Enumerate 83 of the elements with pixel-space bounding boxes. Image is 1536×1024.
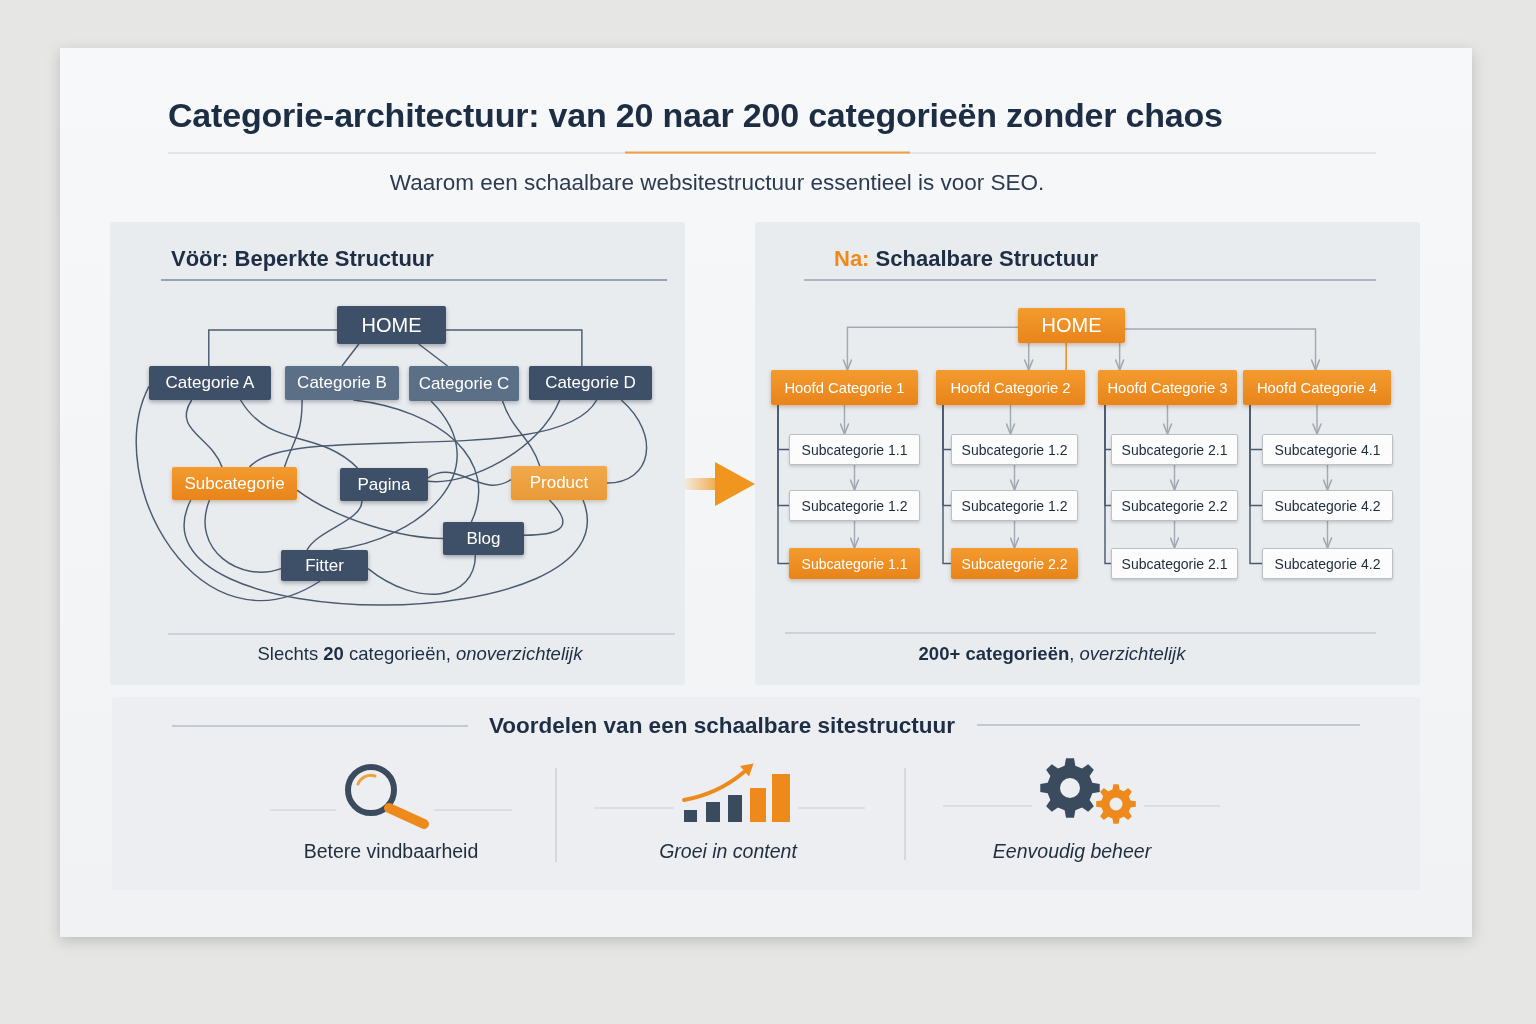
panel-caption: Slechts 20 categorieën, onoverzichtelijk (257, 643, 583, 665)
arrow (1124, 328, 1321, 371)
subcategory-node: Subcategorie 2.1 (1111, 548, 1238, 579)
page-node: Subcategorie (172, 467, 297, 500)
arrow (839, 404, 850, 435)
connector-line (248, 399, 598, 468)
main-category-node: Hoofd Categorie 1 (771, 370, 918, 405)
arrow (1005, 404, 1016, 435)
benefit-label: Groei in content (659, 840, 797, 863)
page-node: Pagina (340, 468, 428, 501)
comparison-panel (110, 222, 685, 685)
connector-line (185, 399, 223, 468)
benefit-label: Eenvoudig beheer (992, 840, 1152, 863)
subcategory-node: Subcategorie 4.2 (1262, 490, 1393, 521)
connector-line (367, 554, 477, 595)
main-category-node: Hoofd Categorie 3 (1098, 370, 1237, 405)
connector-line (306, 500, 363, 551)
arrow (1169, 464, 1180, 491)
arrow (1322, 520, 1333, 549)
category-node: Categorie B (285, 366, 399, 400)
subcategory-node: Subcategorie 2.2 (951, 548, 1078, 579)
connector-line (204, 499, 282, 573)
home-node: HOME (1018, 308, 1125, 343)
arrow (1322, 464, 1333, 491)
subcategory-node: Subcategorie 4.2 (1262, 548, 1393, 579)
connector-line (135, 385, 321, 602)
panel-heading: Na: Schaalbare Structuur (834, 246, 1099, 272)
subcategory-node: Subcategorie 1.2 (951, 434, 1078, 465)
connector-line (606, 399, 648, 484)
main-category-node: Hoofd Categorie 4 (1243, 370, 1391, 405)
connector-line (1065, 342, 1067, 371)
panel-caption: 200+ categorieën, overzichtelijk (918, 643, 1186, 665)
connector-line (341, 343, 360, 367)
subtitle: Waarom een schaalbare websitestructuur essentieel is voor SEO. (389, 170, 1045, 196)
arrow (1114, 342, 1125, 371)
arrow (1009, 464, 1020, 491)
connector-line (296, 489, 444, 540)
subcategory-node: Subcategorie 1.1 (789, 434, 920, 465)
connector-line (777, 404, 790, 565)
arrow (849, 520, 860, 549)
subcategory-node: Subcategorie 1.1 (789, 548, 920, 579)
connector-line (445, 329, 583, 367)
arrow (1023, 342, 1034, 371)
arrow (1169, 520, 1180, 549)
category-node: Categorie D (529, 366, 652, 400)
subcategory-node: Subcategorie 4.1 (1262, 434, 1393, 465)
connector-line (208, 329, 338, 367)
page-node: Blog (443, 522, 524, 555)
connector-line (352, 399, 480, 523)
category-node: Categorie A (149, 366, 271, 400)
page-node: Fitter (281, 550, 368, 581)
connector-line (418, 343, 449, 367)
arrow (1162, 404, 1173, 435)
transition-arrow (685, 462, 755, 507)
connector-line (501, 400, 541, 467)
home-node: HOME (337, 306, 446, 344)
connector-line (183, 499, 587, 606)
connector-line (332, 400, 458, 551)
connector-line (239, 399, 359, 469)
section-heading: Voordelen van een schaalbare sitestructuur (489, 713, 955, 739)
connector-line (942, 404, 952, 565)
arrow (1009, 520, 1020, 549)
connector-line (1104, 404, 1112, 565)
connector-line (523, 499, 564, 536)
subcategory-node: Subcategorie 1.2 (951, 490, 1078, 521)
arrow (1312, 404, 1322, 435)
benefits-panel (112, 697, 1420, 890)
title: Categorie-architectuur: van 20 naar 200 categorieën zonder chaos (168, 96, 1223, 135)
subcategory-node: Subcategorie 2.1 (1111, 434, 1238, 465)
benefit-label: Betere vindbaarheid (303, 840, 479, 863)
comparison-panel (755, 222, 1420, 685)
panel-heading: Vöör: Beperkte Structuur (171, 246, 434, 272)
main-category-node: Hoofd Categorie 2 (936, 370, 1085, 405)
category-node: Categorie C (409, 366, 519, 401)
connector-line (427, 471, 512, 486)
connector-line (1249, 404, 1263, 565)
page-node: Product (511, 466, 607, 500)
arrow (849, 464, 860, 491)
connector-line (283, 399, 303, 468)
arrow (842, 326, 1019, 371)
connector-line (427, 399, 561, 483)
subcategory-node: Subcategorie 1.2 (789, 490, 920, 521)
subcategory-node: Subcategorie 2.2 (1111, 490, 1238, 521)
